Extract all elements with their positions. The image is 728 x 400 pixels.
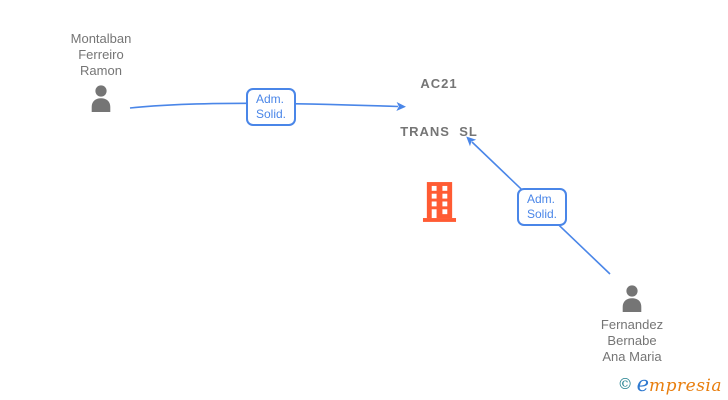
person-name-line: Bernabe xyxy=(607,333,657,348)
person-icon xyxy=(622,285,642,312)
person-name-line: Montalban xyxy=(70,31,132,46)
company-building-icon xyxy=(422,182,456,222)
node-company-ac21-trans-sl[interactable]: AC21 TRANS SL xyxy=(376,44,502,222)
person-name-line: Fernandez xyxy=(600,317,664,332)
brand-rest: mpresia xyxy=(649,376,722,396)
edge-label-line: Adm. xyxy=(256,92,285,106)
person-name-line: Ferreiro xyxy=(78,47,124,62)
node-person-montalban[interactable]: Montalban Ferreiro Ramon xyxy=(38,31,164,112)
person-name-line: Ana Maria xyxy=(602,349,662,364)
edge-label-adm-solid-1: Adm. Solid. xyxy=(246,88,297,126)
brand-initial: e xyxy=(636,372,649,396)
company-name-line: TRANS SL xyxy=(400,124,478,139)
edge-label-line: Solid. xyxy=(527,207,558,221)
node-person-fernandez[interactable]: Fernandez Bernabe Ana Maria xyxy=(569,285,695,365)
person-name: Montalban Ferreiro Ramon xyxy=(71,31,132,79)
company-name-line: AC21 xyxy=(420,76,458,91)
edge-label-adm-solid-2: Adm. Solid. xyxy=(517,188,568,226)
person-icon xyxy=(91,85,111,112)
person-name: Fernandez Bernabe Ana Maria xyxy=(601,317,663,365)
edge-label-line: Solid. xyxy=(256,107,287,121)
copyright-icon: © xyxy=(617,375,633,393)
person-name-line: Ramon xyxy=(80,63,122,78)
edge-label-line: Adm. xyxy=(527,192,556,206)
company-name: AC21 TRANS SL xyxy=(400,44,478,172)
empresia-logo[interactable]: ©empresia xyxy=(618,372,722,396)
